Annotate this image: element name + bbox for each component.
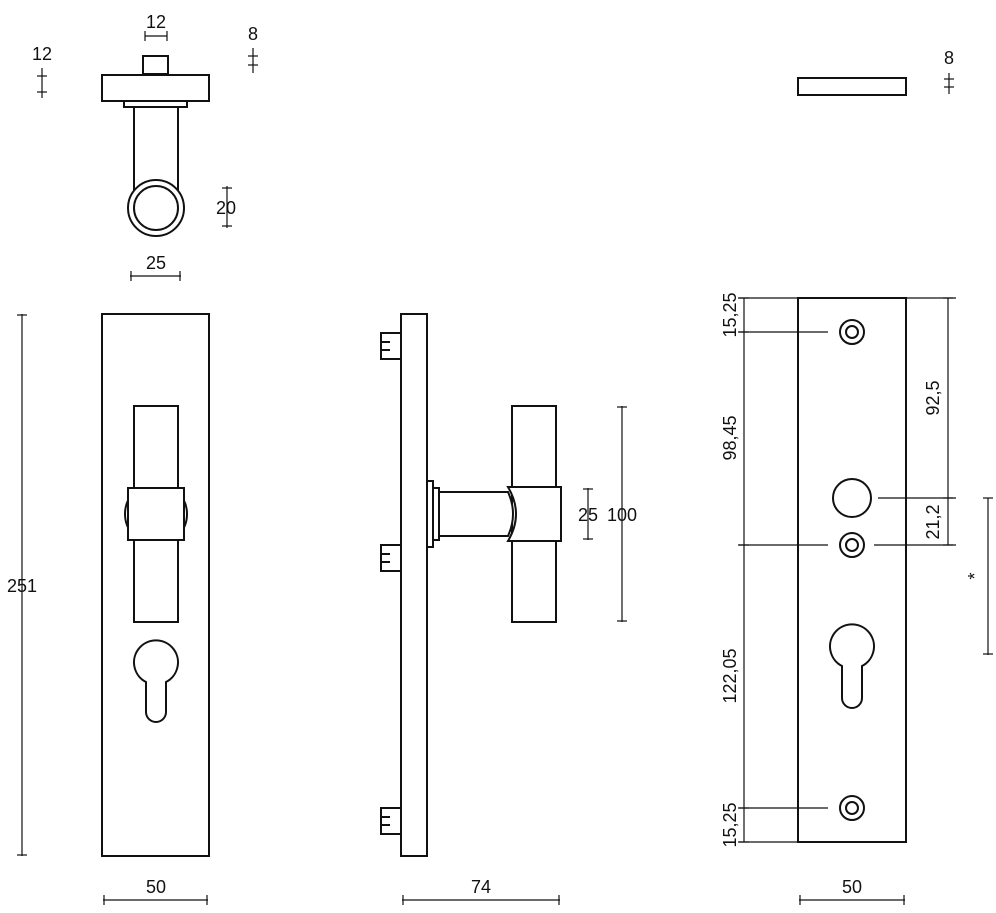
dim-label-back-width: 50 [842, 877, 862, 897]
dim-label-top-flange-height: 12 [32, 44, 52, 64]
dim-label-front-width: 50 [146, 877, 166, 897]
back-view-spindle-hole [832, 478, 872, 518]
side-view-backplate [400, 313, 428, 857]
dim-side-grip-width: 25 [578, 488, 598, 540]
front-view-handle-sleeve [127, 487, 185, 541]
dim-back-chain-right [943, 297, 953, 546]
top-view: 12 12 8 20 25 [32, 12, 258, 281]
dim-top-shaft-width: 12 [144, 12, 168, 41]
front-view: 251 50 [7, 313, 210, 905]
back-view-backplate [797, 297, 907, 843]
side-view-pin-middle [380, 544, 402, 572]
dim-label-top-plate-thickness: 8 [248, 24, 258, 44]
dim-back-variable [983, 497, 993, 655]
dim-label-back-variable: * [965, 572, 985, 579]
front-view-keyhole [133, 639, 179, 723]
top-view-grip-outer [127, 179, 185, 237]
dim-top-flange-height: 12 [32, 44, 52, 98]
back-view-screw-middle [839, 532, 865, 558]
dim-back-chain-left [739, 297, 749, 843]
top-view-spindle [142, 55, 169, 75]
side-view-pin-bottom [380, 807, 402, 835]
dim-top-grip-diameter: 20 [216, 186, 236, 228]
dim-label-top-grip-width: 25 [146, 253, 166, 273]
back-view: 8 [720, 48, 993, 905]
dim-label-back-lower-spacing: 122,05 [720, 648, 740, 703]
dim-top-plate-thickness: 8 [248, 24, 258, 73]
top-view-stem [133, 106, 179, 193]
back-view-keyhole [829, 623, 875, 709]
top-view-plate [101, 74, 210, 102]
dim-label-side-grip-width: 25 [578, 505, 598, 525]
dim-label-front-height: 251 [7, 576, 37, 596]
dim-front-height: 251 [7, 314, 37, 856]
dim-top-grip-width: 25 [130, 253, 181, 281]
dim-label-back-top-offset: 15,25 [720, 292, 740, 337]
back-view-extension-lines-left [738, 297, 828, 843]
dim-label-side-grip-length: 100 [607, 505, 637, 525]
dim-label-back-hole-spacing: 98,45 [720, 415, 740, 460]
side-view-handle-sleeve [506, 486, 562, 542]
back-view-screw-bottom [839, 795, 865, 821]
dim-side-grip-length: 100 [607, 406, 637, 622]
dim-back-width: 50 [799, 877, 905, 905]
dim-label-top-shaft-width: 12 [146, 12, 166, 32]
dim-side-projection: 74 [402, 877, 560, 905]
dim-label-side-projection: 74 [471, 877, 491, 897]
dim-label-back-handle-from-top: 92,5 [923, 380, 943, 415]
dim-label-back-plate-thickness: 8 [944, 48, 954, 68]
back-view-plate-edge [797, 77, 907, 96]
back-view-screw-top [839, 319, 865, 345]
side-view-pin-top [380, 332, 402, 360]
dim-label-top-grip-diameter: 20 [216, 198, 236, 218]
side-view-stem [438, 491, 514, 537]
top-view-grip-inner [133, 185, 179, 231]
dim-label-back-handle-to-hole: 21,2 [923, 504, 943, 539]
side-view: 25 100 74 [380, 313, 637, 905]
dim-back-plate-thickness: 8 [944, 48, 954, 94]
dim-front-width: 50 [103, 877, 208, 905]
dim-label-back-bottom-offset: 15,25 [720, 802, 740, 847]
